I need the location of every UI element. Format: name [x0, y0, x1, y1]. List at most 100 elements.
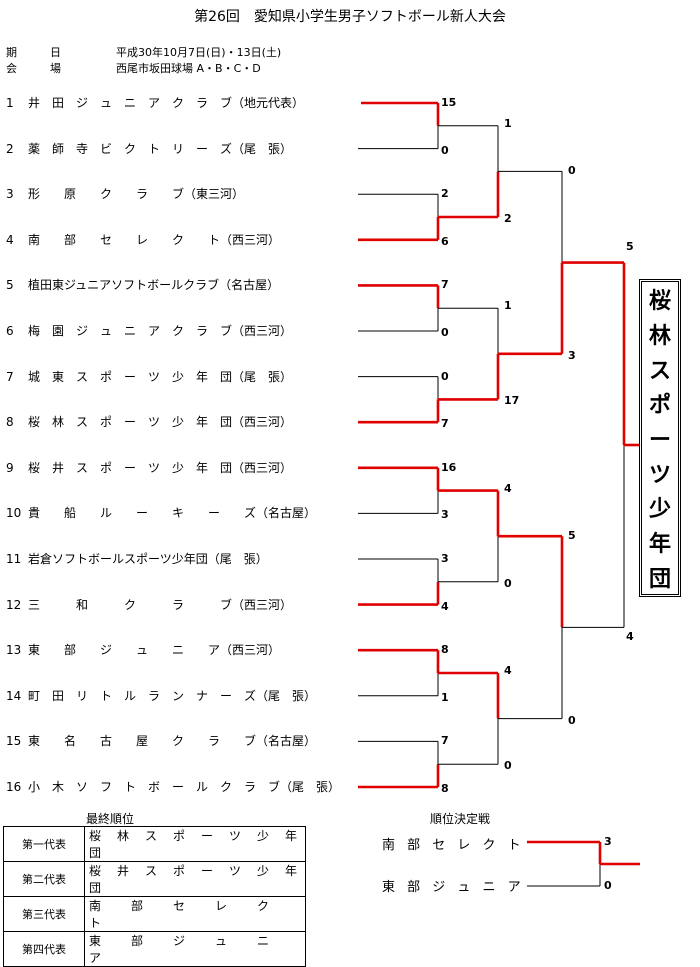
score-label: 2 [504, 212, 512, 225]
team-seed: 13 [6, 643, 22, 658]
team-row: 15 東 名 古 屋 ク ラ ブ（名古屋） [6, 733, 316, 749]
final-rankings-title: 最終順位 [86, 812, 135, 826]
score-label: 1 [504, 299, 512, 313]
champion-char: 桜 [648, 289, 671, 315]
team-seed: 7 [6, 369, 14, 384]
score-label: 4 [504, 664, 512, 677]
score-label: 0 [441, 143, 449, 157]
venue-value: 西尾市坂田球場 A・B・C・D [116, 62, 261, 75]
ranking-team: 桜 井 ス ポ ー ツ 少 年 団 [84, 861, 311, 897]
score-label: 3 [441, 552, 449, 565]
venue-label: 会 場 [6, 62, 61, 75]
champion-char: 林 [648, 323, 671, 349]
final-rankings-table: 第一代表 桜 林 ス ポ ー ツ 少 年 団 第二代表 桜 井 ス ポ ー ツ … [3, 826, 311, 967]
team-row: 1 井 田 ジ ュ ニ ア ク ラ ブ（地元代表） [6, 95, 304, 111]
score-label: 0 [568, 713, 576, 727]
team-row: 13 東 部 ジ ュ ニ ア（西三河） [6, 642, 280, 658]
tournament-bracket [358, 101, 640, 887]
team-seed: 4 [6, 232, 14, 247]
team-row: 9 桜 井 ス ポ ー ツ 少 年 団（西三河） [6, 460, 292, 476]
score-label: 0 [568, 164, 576, 178]
team-name: 三 和 ク ラ ブ（西三河） [28, 597, 293, 612]
team-name: 井 田 ジ ュ ニ ア ク ラ ブ（地元代表） [28, 96, 305, 110]
team-seed: 16 [6, 780, 22, 794]
score-label: 1 [504, 116, 512, 130]
team-name: 東 名 古 屋 ク ラ ブ（名古屋） [28, 734, 317, 749]
champion-box: 桜林スポーツ少年団 [639, 279, 681, 597]
score-label: 3 [441, 508, 449, 522]
team-row: 8 桜 林 ス ポ ー ツ 少 年 団（西三河） [6, 414, 292, 430]
champion-char: 少 [648, 497, 671, 523]
placement-score-2: 0 [604, 879, 612, 892]
score-label: 5 [626, 239, 634, 253]
date-label: 期 日 [6, 46, 61, 59]
score-label: 6 [441, 234, 449, 248]
score-label: 17 [504, 394, 520, 408]
score-label: 4 [504, 481, 512, 495]
champion-char: 団 [648, 566, 671, 592]
score-label: 7 [441, 734, 449, 748]
team-seed: 2 [6, 141, 14, 156]
score-label: 4 [441, 599, 449, 613]
ranking-rank: 第三代表 [3, 896, 85, 932]
score-label: 0 [504, 759, 512, 773]
team-seed: 3 [6, 187, 14, 202]
score-label: 5 [568, 529, 576, 543]
page-title: 第26回 愛知県小学生男子ソフトボール新人大会 [194, 9, 506, 25]
team-name: 桜 林 ス ポ ー ツ 少 年 団（西三河） [28, 415, 293, 430]
team-seed: 1 [6, 96, 14, 110]
team-name: 東 部 ジ ュ ニ ア（西三河） [28, 643, 281, 658]
date-value: 平成30年10月7日(日)・13日(土) [116, 46, 282, 59]
team-name: 梅 園 ジ ュ ニ ア ク ラ ブ（西三河） [28, 324, 293, 338]
team-row: 4 南 部 セ レ ク ト（西三河） [6, 232, 280, 248]
team-seed: 8 [6, 415, 14, 430]
placement-team-2: 東 部 ジ ュ ニ ア [382, 880, 525, 895]
score-label: 7 [441, 278, 449, 292]
placement-score-1: 3 [604, 835, 612, 848]
team-name: 小 木 ソ フ ト ボ ー ル ク ラ ブ（尾 張） [28, 780, 341, 794]
score-label: 2 [441, 187, 449, 201]
score-label: 7 [441, 417, 449, 431]
team-seed: 10 [6, 506, 22, 521]
score-label: 0 [441, 326, 449, 339]
team-name: 薬 師 寺 ビ ク ト リ ー ズ（尾 張） [28, 141, 293, 156]
team-seed: 9 [6, 460, 14, 475]
ranking-team: 南 部 セ レ ク ト [84, 896, 306, 932]
team-seed: 6 [6, 324, 14, 338]
placement-match-title: 順位決定戦 [430, 812, 491, 826]
score-label: 15 [441, 96, 457, 109]
team-seed: 14 [6, 688, 22, 703]
champion-char: ー [648, 427, 671, 453]
team-seed: 12 [6, 597, 22, 612]
ranking-rank: 第一代表 [3, 826, 85, 862]
ranking-rank: 第二代表 [3, 861, 85, 897]
ranking-team: 桜 林 ス ポ ー ツ 少 年 団 [84, 826, 311, 862]
champion-char: ス [648, 358, 671, 384]
score-label: 16 [441, 460, 457, 474]
champion-char: ツ [648, 462, 671, 488]
team-row: 2 薬 師 寺 ビ ク ト リ ー ズ（尾 張） [6, 141, 292, 157]
score-label: 3 [568, 348, 576, 362]
score-label: 8 [441, 782, 449, 795]
team-seed: 15 [6, 734, 22, 749]
team-name: 貴 船 ル ー キ ー ズ（名古屋） [28, 506, 317, 521]
score-label: 0 [441, 369, 449, 383]
ranking-row: 第二代表 桜 井 ス ポ ー ツ 少 年 団 [3, 861, 311, 897]
team-row: 6 梅 園 ジ ュ ニ ア ク ラ ブ（西三河） [6, 323, 292, 339]
team-name: 南 部 セ レ ク ト（西三河） [28, 232, 281, 247]
champion-char: ポ [648, 393, 671, 419]
champion-char: 年 [648, 531, 671, 557]
team-row: 12 三 和 ク ラ ブ（西三河） [6, 597, 292, 613]
score-label: 8 [441, 643, 449, 657]
team-name: 町 田 リ ト ル ラ ン ナ ー ズ（尾 張） [28, 688, 317, 703]
team-name: 桜 井 ス ポ ー ツ 少 年 団（西三河） [28, 460, 293, 475]
score-label: 1 [441, 690, 449, 704]
score-label: 0 [504, 576, 512, 590]
team-row: 10 貴 船 ル ー キ ー ズ（名古屋） [6, 505, 316, 521]
ranking-row: 第一代表 桜 林 ス ポ ー ツ 少 年 団 [3, 826, 311, 862]
team-seed: 11 [6, 552, 22, 566]
